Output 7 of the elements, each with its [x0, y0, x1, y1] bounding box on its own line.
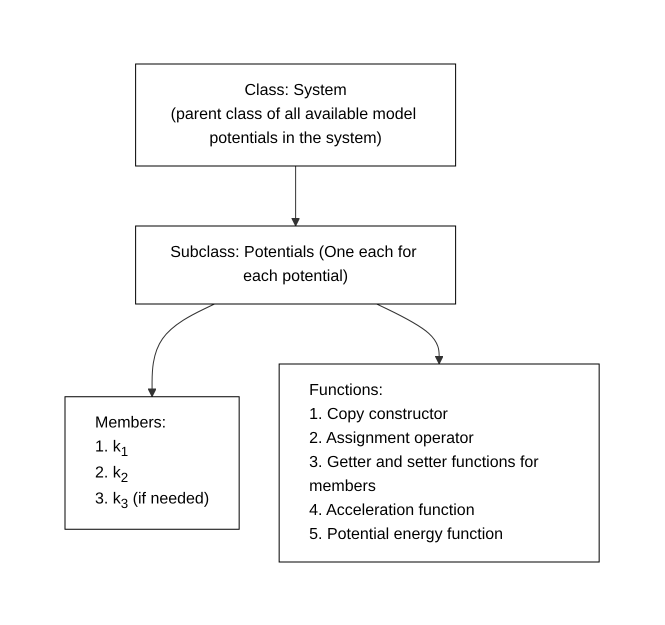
node-box: Functions: 1. Copy constructor 2. Assignment operator 3. Getter and setter functions for members 4. Acceleration function 5. Potential energy function [279, 363, 600, 562]
node-box: Members: 1. k$_{1}$ 2. k$_{2}$ 3. k$_{3}$ (if needed) [64, 396, 240, 530]
arrow [292, 165, 300, 226]
node-box: Subclass: Potentials (One each for each potential) [136, 225, 457, 304]
arrow [148, 303, 216, 397]
arrow [376, 303, 444, 364]
node-box: Class: System (parent class of all available model potentials in the system) [136, 63, 457, 166]
